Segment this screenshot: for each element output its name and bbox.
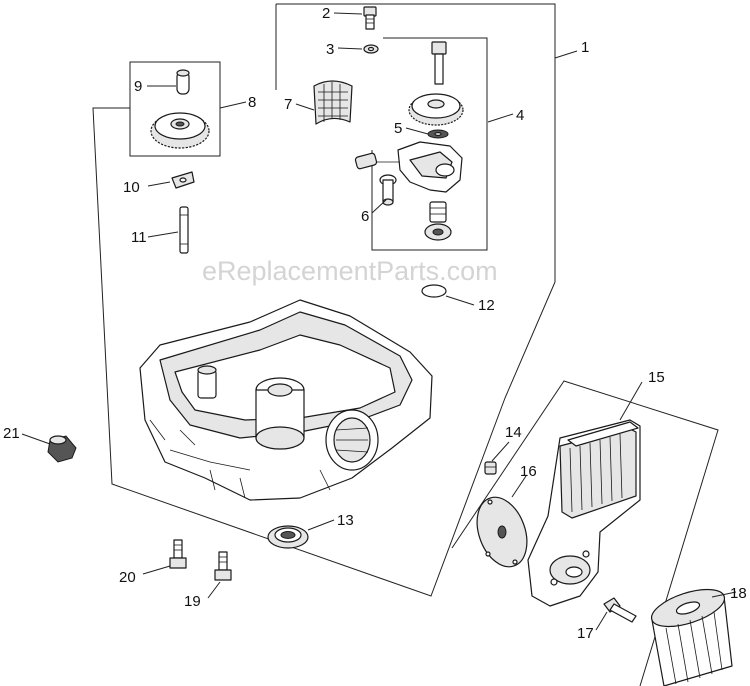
watermark: eReplacementParts.com bbox=[202, 256, 498, 286]
part-4-shaft bbox=[431, 41, 447, 85]
callout-14: 14 bbox=[505, 424, 522, 441]
callout-4: 4 bbox=[516, 107, 524, 124]
part-12-o-ring bbox=[421, 284, 447, 298]
part-13-seal bbox=[267, 525, 309, 549]
callout-18: 18 bbox=[730, 585, 747, 602]
frame-oil-pump bbox=[371, 37, 488, 251]
part-10-washer bbox=[171, 171, 195, 189]
frame-gear bbox=[129, 61, 221, 157]
part-9-pin bbox=[176, 69, 190, 95]
callout-1: 1 bbox=[581, 39, 589, 56]
callout-15: 15 bbox=[648, 369, 665, 386]
callout-7: 7 bbox=[284, 96, 292, 113]
part-8-gear bbox=[150, 112, 210, 149]
callout-9: 9 bbox=[134, 78, 142, 95]
leader-lines bbox=[21, 12, 737, 631]
part-2-bolt bbox=[363, 6, 377, 30]
part-15-oil-cooler bbox=[527, 419, 641, 607]
callout-5: 5 bbox=[394, 120, 402, 137]
callout-19: 19 bbox=[184, 593, 201, 610]
callout-16: 16 bbox=[520, 463, 537, 480]
part-7-screen bbox=[313, 80, 353, 125]
part-rotor bbox=[424, 201, 452, 241]
part-gear-oil-pump bbox=[408, 93, 464, 126]
callout-10: 10 bbox=[123, 179, 140, 196]
part-20-bolt bbox=[169, 539, 187, 569]
callout-11: 11 bbox=[131, 229, 147, 246]
part-18-oil-filter bbox=[650, 588, 733, 686]
callout-20: 20 bbox=[119, 569, 136, 586]
part-14-fitting bbox=[484, 461, 497, 475]
part-21-plug bbox=[47, 435, 77, 463]
callout-8: 8 bbox=[248, 94, 256, 111]
callout-21: 21 bbox=[3, 425, 20, 442]
part-pump-body bbox=[354, 141, 463, 193]
part-17-bolt bbox=[603, 597, 637, 623]
frame-main-assembly bbox=[92, 3, 556, 597]
part-11-shaft bbox=[179, 206, 189, 254]
part-closure-plate bbox=[139, 299, 433, 501]
callout-17: 17 bbox=[577, 625, 594, 642]
parts bbox=[47, 6, 733, 686]
callout-2: 2 bbox=[322, 5, 330, 22]
callout-labels: 1 2 3 4 5 6 7 8 9 10 11 12 13 14 15 16 1… bbox=[3, 5, 747, 642]
part-19-bolt bbox=[214, 551, 232, 581]
frame-oil-cooler bbox=[451, 380, 719, 686]
callout-3: 3 bbox=[326, 41, 334, 58]
group-frames bbox=[92, 3, 719, 686]
part-16-gasket bbox=[476, 496, 528, 568]
callout-6: 6 bbox=[361, 208, 369, 225]
callout-12: 12 bbox=[478, 297, 495, 314]
part-6-pickup bbox=[379, 174, 397, 206]
callout-13: 13 bbox=[337, 512, 354, 529]
